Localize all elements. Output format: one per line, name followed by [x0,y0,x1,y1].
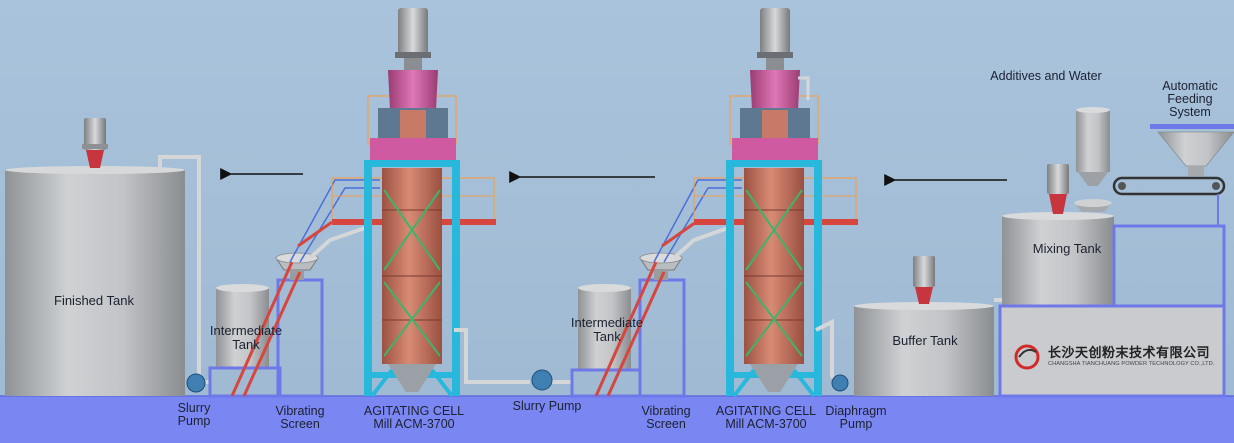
intermediate-tank-1 [208,284,282,398]
company-name-cn: 长沙天创粉末技术有限公司 [1048,346,1211,361]
additives-hopper [1074,107,1112,212]
slurry-pump-2-label: Slurry Pump [512,399,582,413]
intermediate-tank-2 [570,284,642,398]
diaphragm-pump-label: Diaphragm Pump [825,404,887,432]
mill-1 [331,8,496,398]
intermediate-tank-2-label: Intermediate Tank [570,315,644,344]
slurry-pump-2 [531,369,553,391]
automatic-feeding-system [1112,124,1234,226]
mill-1-label: AGITATING CELL Mill ACM-3700 [363,404,465,432]
floor [0,396,1234,443]
mixing-tank [1002,164,1226,308]
vibrating-screen-1-label: Vibrating Screen [275,404,325,432]
company-name-en: CHANGSHA TIANCHUANG POWDER TECHNOLOGY CO… [1048,361,1215,367]
buffer-tank [854,256,994,396]
mill-2 [693,8,858,398]
vibrating-screen-1 [230,252,324,398]
vibrating-screen-2-label: Vibrating Screen [641,404,691,432]
buffer-tank-label: Buffer Tank [892,333,958,348]
finished-tank [5,118,185,396]
auto-feeding-label: Automatic Feeding System [1162,79,1218,120]
slurry-pump-1 [186,373,206,393]
company-logo-icon [1014,344,1040,370]
intermediate-tank-1-label: Intermediate Tank [209,323,283,352]
additives-water-label: Additives and Water [990,69,1102,83]
diaphragm-pump [831,374,849,392]
mixing-tank-label: Mixing Tank [1032,241,1102,256]
vibrating-screen-2 [594,252,686,398]
finished-tank-label: Finished Tank [54,293,134,308]
company-brand: 长沙天创粉末技术有限公司 CHANGSHA TIANCHUANG POWDER … [1012,342,1214,367]
slurry-pump-1-label: Slurry Pump [177,401,211,429]
mill-2-label: AGITATING CELL Mill ACM-3700 [715,404,817,432]
